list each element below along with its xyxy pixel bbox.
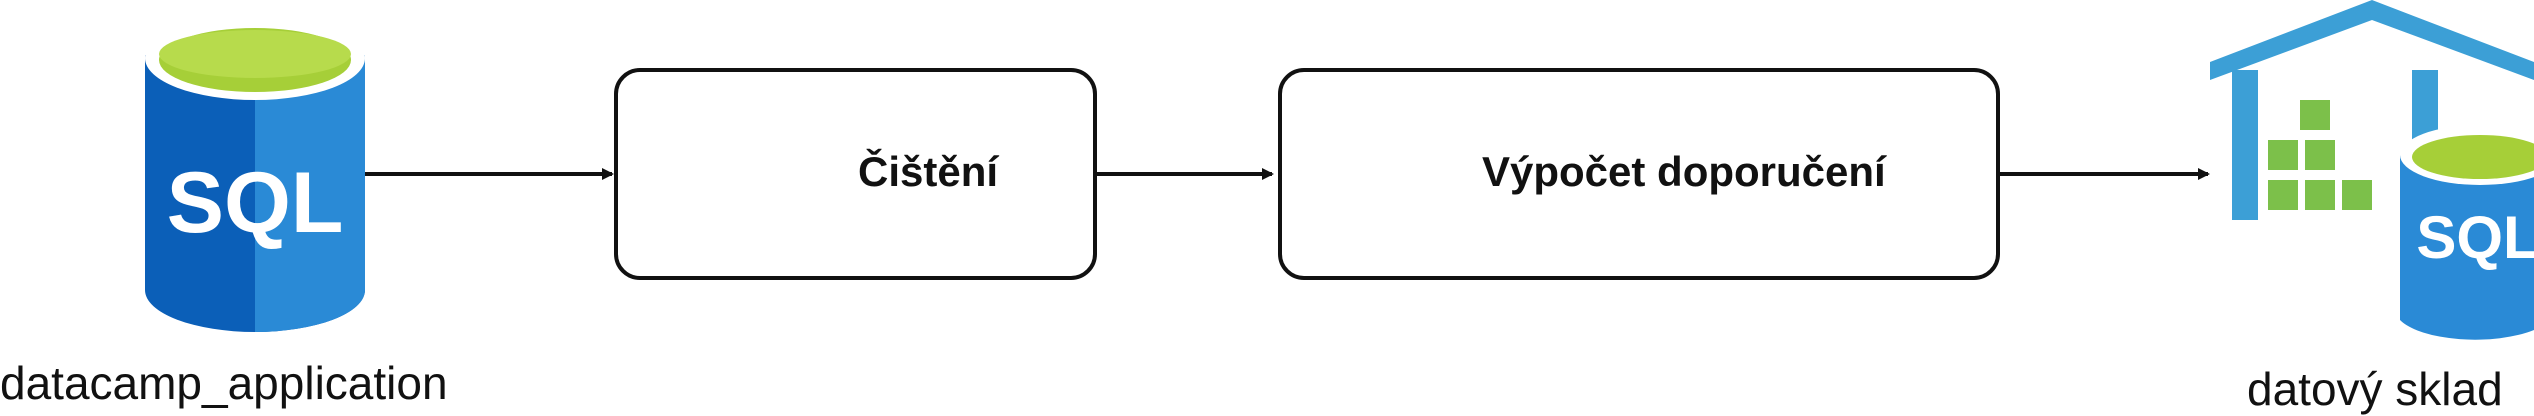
sql-warehouse-icon-text: SQL [2416, 204, 2534, 271]
source-label: datacamp_application [0, 357, 448, 409]
recommendation-step-title: Výpočet doporučení [1482, 148, 1886, 195]
recommendation-step-box[interactable] [1278, 68, 2000, 280]
sql-database-icon[interactable] [145, 16, 365, 332]
sql-data-warehouse-icon[interactable] [2210, 0, 2534, 340]
cleaning-step-box[interactable] [614, 68, 1097, 280]
target-label: datový sklad [2247, 363, 2503, 415]
cleaning-step-title: Čištění [858, 148, 999, 195]
sql-source-icon-text: SQL [167, 155, 344, 251]
